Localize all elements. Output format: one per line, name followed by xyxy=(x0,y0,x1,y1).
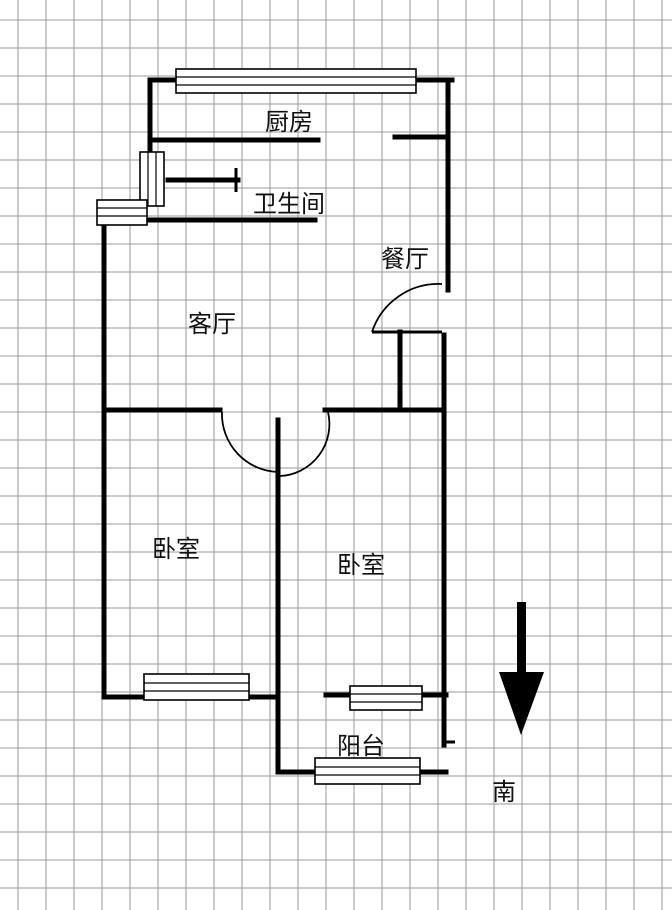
room-label-living: 客厅 xyxy=(188,310,236,338)
arrow-down-icon xyxy=(499,602,544,735)
left-bedroom-window xyxy=(143,673,250,701)
kitchen-window xyxy=(175,68,417,94)
left-bedroom-door-arc xyxy=(221,411,279,473)
right-bedroom-door-arc xyxy=(279,411,331,477)
room-label-balcony: 阳台 xyxy=(337,732,385,760)
entrance-door-arc xyxy=(371,283,443,333)
south-direction-label: 南 xyxy=(492,778,516,806)
windows xyxy=(96,68,423,785)
room-label-bathroom: 卫生间 xyxy=(253,190,325,218)
room-label-bedroom-right: 卧室 xyxy=(337,551,385,579)
room-label-kitchen: 厨房 xyxy=(265,108,313,136)
room-label-dining: 餐厅 xyxy=(381,245,429,273)
living-window xyxy=(96,199,148,226)
balcony-window xyxy=(314,757,421,785)
room-label-bedroom-left: 卧室 xyxy=(152,535,200,563)
right-bedroom-window xyxy=(349,685,423,711)
doors xyxy=(221,283,443,477)
bathroom-window xyxy=(139,151,165,207)
